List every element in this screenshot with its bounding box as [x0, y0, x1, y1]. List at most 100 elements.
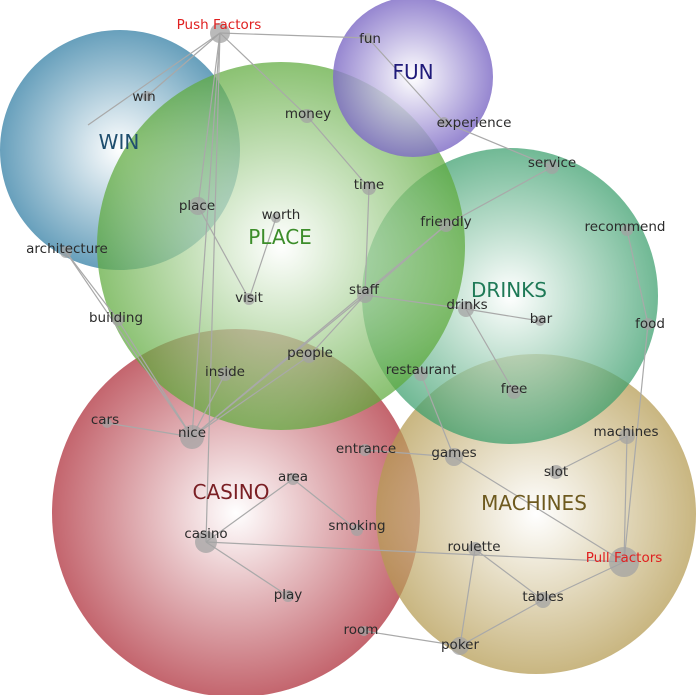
edge-architecture-nice: [65, 251, 193, 438]
word-label-area: area: [278, 469, 308, 485]
edge-push-win-circle: [87, 32, 221, 126]
node-casino: [195, 531, 217, 553]
node-cars: [102, 418, 112, 428]
word-label-roulette: roulette: [447, 539, 500, 555]
edge-service-friendly: [445, 166, 553, 226]
edge-machines-pull: [623, 435, 628, 563]
word-label-money: money: [285, 106, 331, 122]
word-label-smoking: smoking: [328, 518, 385, 534]
node-machines: [619, 428, 635, 444]
word-label-room: room: [344, 622, 379, 638]
word-label-bar: bar: [530, 311, 553, 327]
word-label-win: win: [132, 89, 155, 105]
edge-architecture-building: [65, 251, 119, 321]
word-label-poker: poker: [441, 637, 479, 653]
theme-label-place: PLACE: [248, 225, 312, 249]
node-time: [362, 181, 376, 195]
word-label-architecture: architecture: [26, 241, 108, 257]
edge-drinks-free: [465, 308, 515, 393]
node-visit: [243, 293, 255, 305]
edge-machines-slot: [555, 435, 628, 473]
word-label-recommend: recommend: [585, 219, 666, 235]
edge-building-nice: [117, 319, 193, 438]
word-label-cars: cars: [91, 412, 119, 428]
word-label-fun: fun: [359, 31, 381, 47]
theme-circle-machines: [376, 354, 696, 674]
node-people: [302, 349, 316, 363]
word-label-friendly: friendly: [420, 214, 471, 230]
word-label-drinks: drinks: [446, 297, 487, 313]
node-drinks: [458, 301, 474, 317]
node-play: [282, 590, 294, 602]
edge-restaurant-games: [420, 373, 455, 458]
word-label-food: food: [635, 316, 665, 332]
word-label-visit: visit: [235, 290, 263, 306]
word-label-experience: experience: [437, 115, 512, 131]
edge-room-poker: [363, 630, 461, 647]
node-pull-factors: [609, 547, 639, 577]
node-recommend: [621, 224, 633, 236]
word-label-nice: nice: [178, 425, 206, 441]
edge-push-fun: [219, 32, 369, 39]
edge-experience-service: [443, 121, 553, 168]
word-label-worth: worth: [262, 207, 301, 223]
node-smoking: [351, 524, 363, 536]
word-label-place: place: [179, 198, 215, 214]
node-tables: [535, 592, 551, 608]
node-place: [189, 197, 207, 215]
edge-push-money: [219, 32, 308, 117]
word-label-slot: slot: [544, 464, 568, 480]
node-push-factors: [210, 23, 230, 43]
edge-casino-pull: [205, 541, 625, 563]
edge-push-win: [146, 32, 221, 97]
node-slot: [549, 465, 563, 479]
node-roulette: [468, 542, 482, 556]
edge-food-pull: [623, 323, 649, 563]
node-games: [445, 448, 463, 466]
edge-place-visit: [197, 205, 250, 300]
word-label-building: building: [89, 310, 143, 326]
node-food: [642, 318, 654, 330]
edge-area-smoking: [292, 478, 358, 531]
word-label-people: people: [287, 345, 333, 361]
word-label-free: free: [501, 381, 528, 397]
node-poker: [451, 637, 469, 655]
edge-staff-people: [308, 294, 366, 357]
edge-time-staff: [364, 187, 370, 296]
node-experience: [439, 117, 449, 127]
node-staff: [357, 287, 373, 303]
word-label-games: games: [431, 445, 476, 461]
theme-circle-place: [97, 62, 465, 430]
word-label-service: service: [528, 155, 576, 171]
edge-push-casino: [205, 32, 221, 543]
edge-drinks-bar: [465, 308, 541, 322]
word-label-machines: machines: [593, 424, 658, 440]
node-bar: [535, 316, 545, 326]
node-fun: [363, 33, 373, 43]
theme-label-machines: MACHINES: [481, 491, 587, 515]
edge-casino-play: [205, 541, 289, 597]
word-label-casino: casino: [184, 526, 227, 542]
node-restaurant: [414, 367, 428, 381]
edge-roulette-tables: [474, 548, 544, 601]
theme-label-casino: CASINO: [193, 480, 270, 504]
edge-tables-poker: [459, 599, 544, 647]
edge-fun-experience: [367, 37, 445, 123]
edge-people-nice: [191, 355, 310, 438]
node-area: [287, 473, 299, 485]
node-architecture: [60, 246, 72, 258]
edge-push-place: [197, 32, 221, 207]
word-label-time: time: [354, 177, 385, 193]
edge-money-time: [306, 115, 370, 189]
node-free: [507, 385, 521, 399]
edge-area-casino: [205, 478, 294, 543]
edge-cars-nice: [106, 422, 193, 438]
word-label-play: play: [274, 587, 303, 603]
word-label-entrance: entrance: [336, 441, 396, 457]
node-money: [300, 109, 314, 123]
node-win: [142, 91, 152, 101]
node-room: [359, 626, 369, 636]
factor-label-pull: Pull Factors: [586, 550, 663, 566]
edge-staff-drinks: [364, 294, 467, 310]
theme-label-win: WIN: [99, 130, 140, 154]
